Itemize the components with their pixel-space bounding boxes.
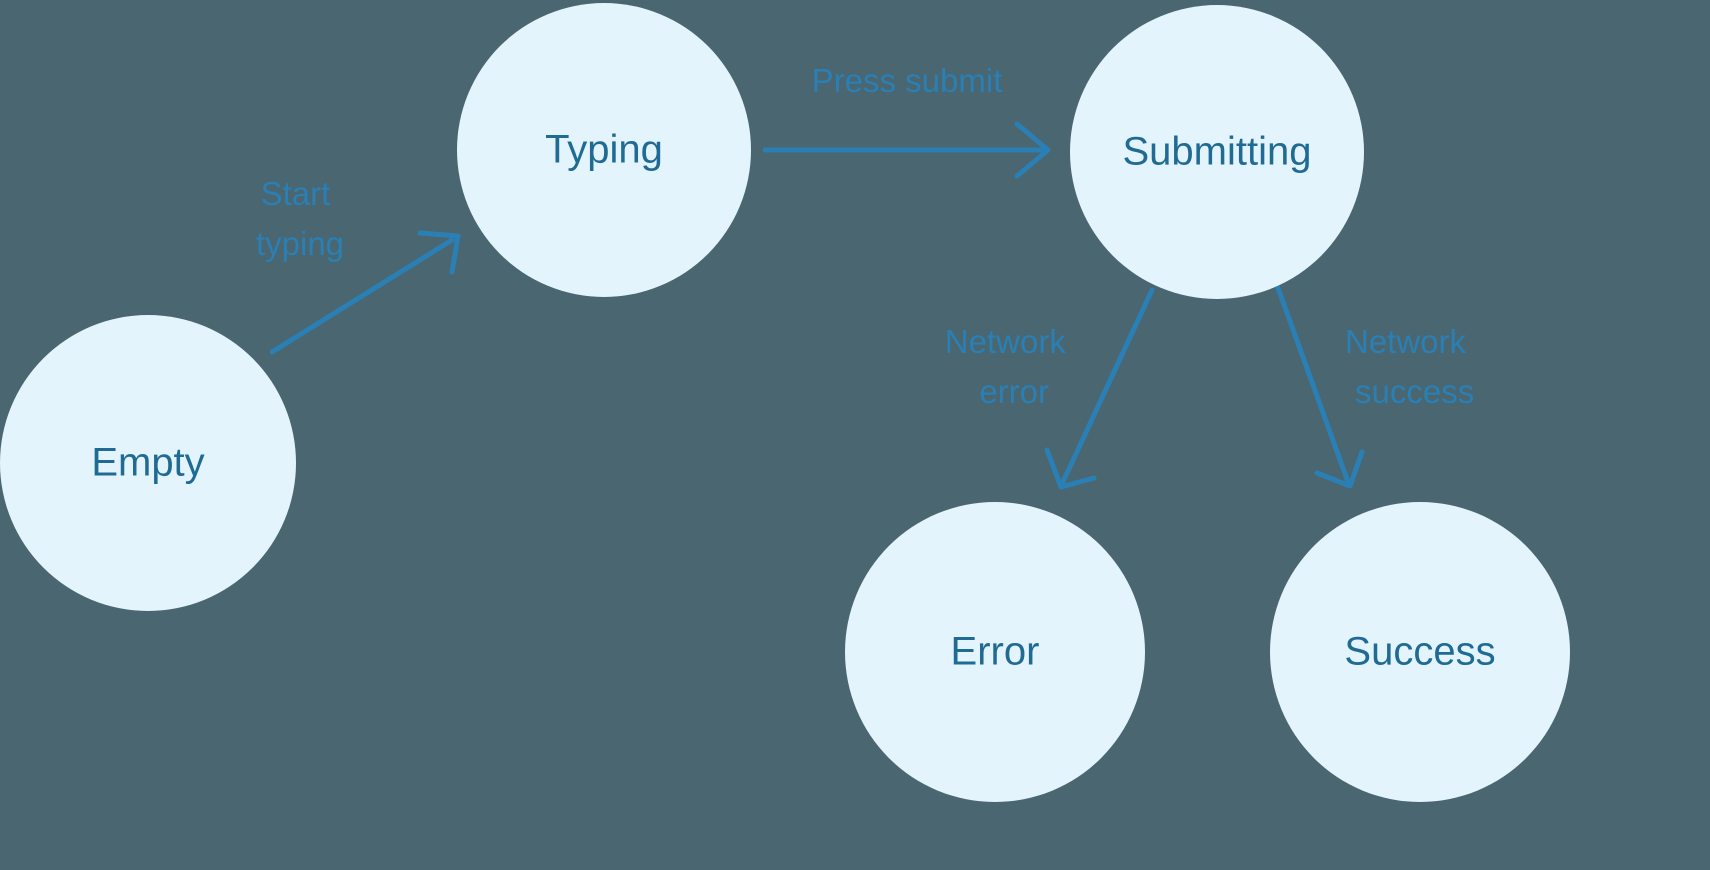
edge-label-start-typing: Start typing [256,175,344,262]
node-typing[interactable]: Typing [457,3,751,297]
edge-line-submitting-to-error [1059,287,1155,487]
arrowhead-empty-to-typing [417,230,461,275]
edge-label-network-error: Network error [945,323,1075,410]
arrowhead-submitting-to-success [1314,449,1365,489]
edge-label-line: Press submit [812,62,1003,99]
edge-label-line: typing [256,225,344,262]
edge-label-line: success [1355,373,1474,410]
edge-typing-to-submitting [762,121,1051,179]
node-label-error: Error [951,630,1040,674]
edge-line-empty-to-typing [269,237,455,355]
edge-label-line: Network [1345,323,1467,360]
node-circle-success[interactable] [1270,502,1570,802]
edge-label-press-submit: Press submit [812,62,1003,99]
node-error[interactable]: Error [845,502,1145,802]
edge-line-submitting-to-success [1275,285,1351,485]
node-circle-error[interactable] [845,502,1145,802]
node-label-typing: Typing [545,128,663,172]
node-empty[interactable]: Empty [0,315,296,611]
edge-submitting-to-success [1275,285,1365,489]
node-label-success: Success [1344,630,1495,674]
edge-label-network-success: Network success [1345,323,1475,410]
node-circle-typing[interactable] [457,3,751,297]
node-circle-empty[interactable] [0,315,296,611]
edge-label-line: Network [945,323,1067,360]
node-submitting[interactable]: Submitting [1070,5,1364,299]
node-success[interactable]: Success [1270,502,1570,802]
arrowhead-submitting-to-error [1044,447,1097,490]
node-label-submitting: Submitting [1123,130,1312,174]
edge-label-line: error [979,373,1049,410]
node-circle-submitting[interactable] [1070,5,1364,299]
edge-submitting-to-error [1044,287,1155,490]
arrowhead-typing-to-submitting [1014,121,1051,179]
edge-label-line: Start [261,175,331,212]
node-label-empty: Empty [91,441,204,485]
edge-empty-to-typing [269,230,461,355]
